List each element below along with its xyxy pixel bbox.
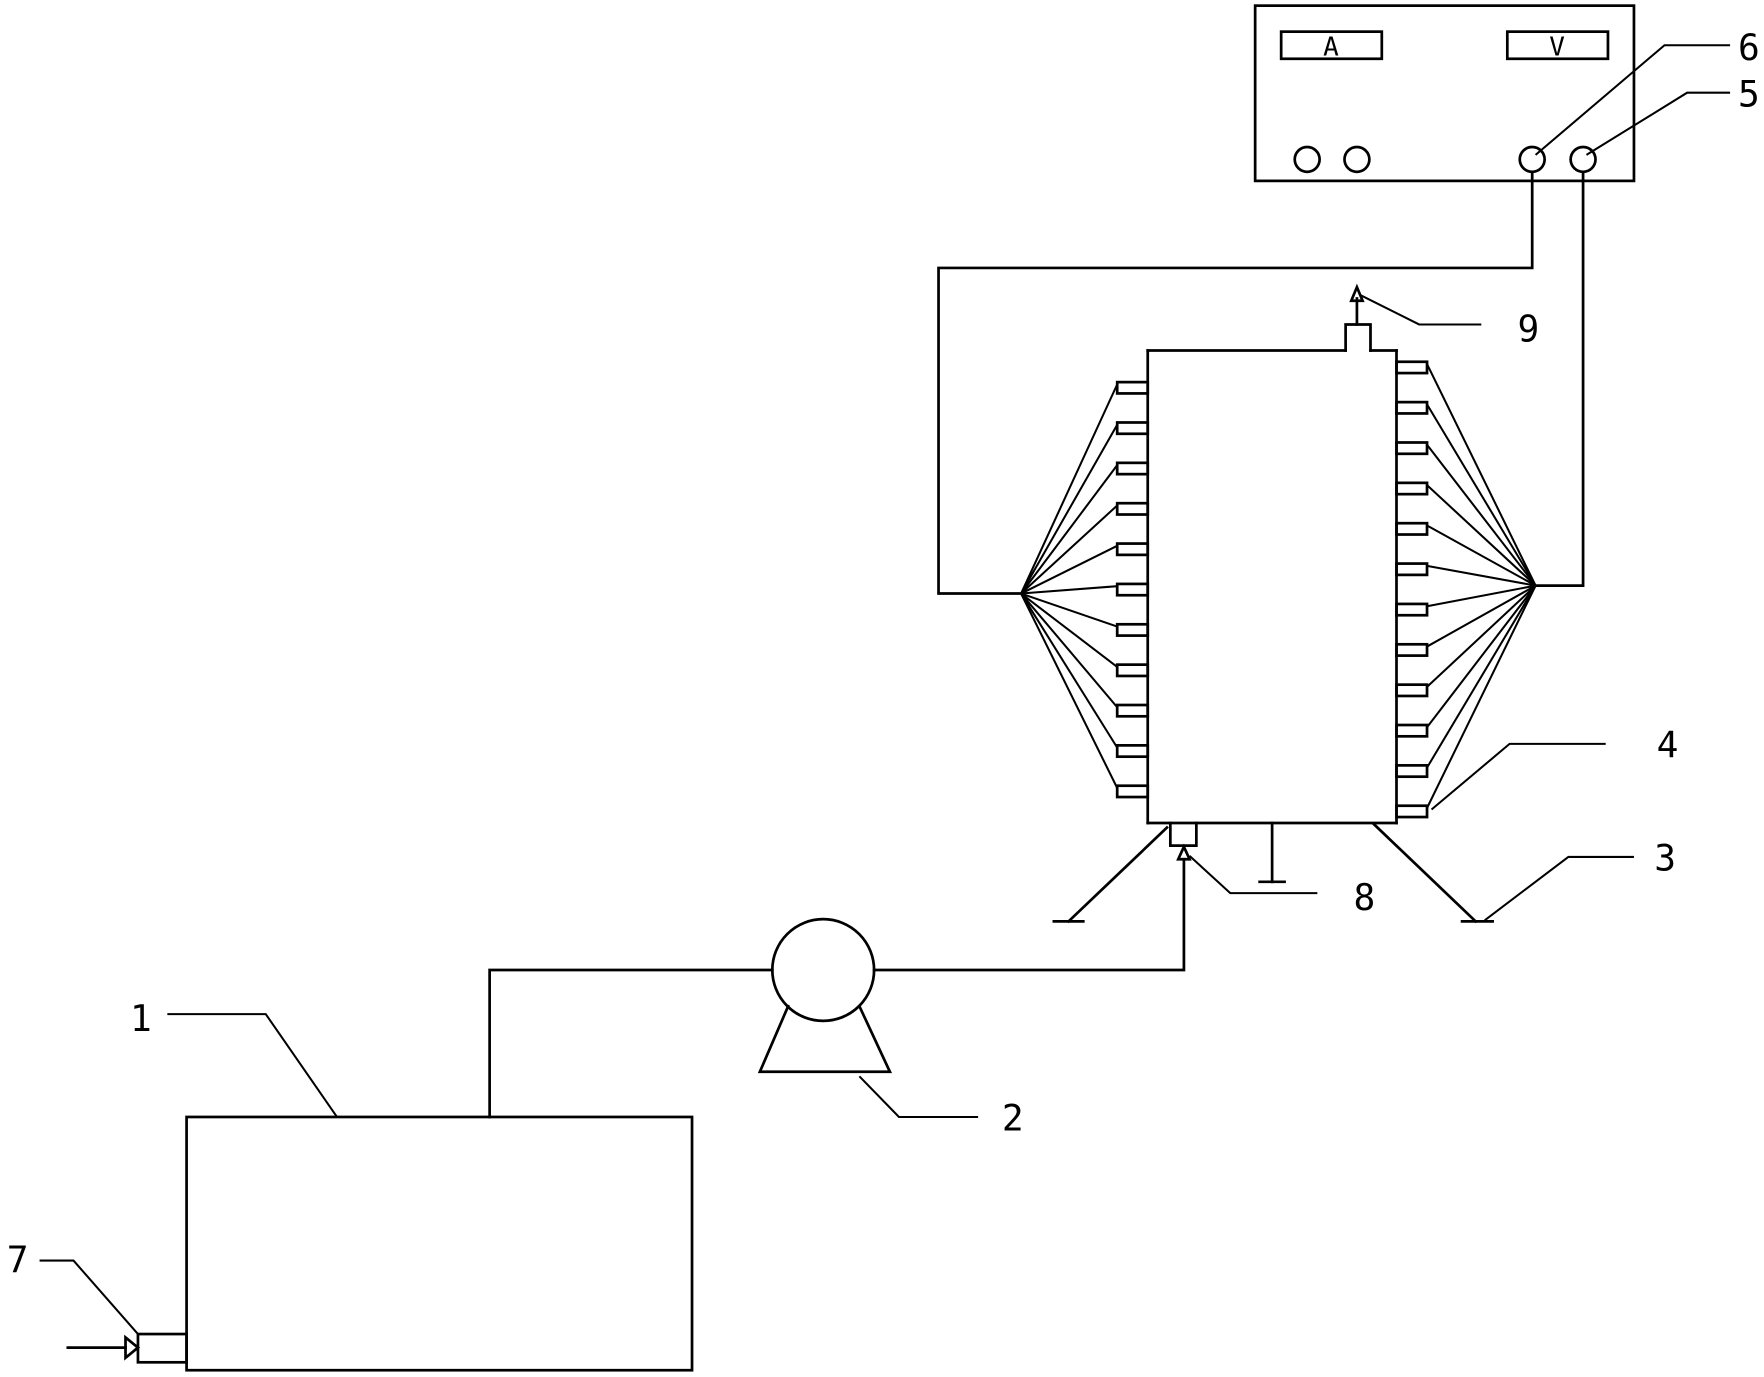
wire-right-terminal xyxy=(1534,170,1585,587)
left-electrode-lead xyxy=(1020,504,1118,595)
right-electrode-lead xyxy=(1426,484,1537,587)
support-leg-right xyxy=(1371,822,1478,924)
inlet-arrow-icon xyxy=(1176,843,1192,861)
left-electrode-tab xyxy=(1115,744,1150,759)
left-electrode-tab xyxy=(1115,784,1150,799)
callout-6: 6 xyxy=(1738,26,1760,69)
wire-left-terminal xyxy=(937,170,1534,595)
power-supply: A V xyxy=(1253,4,1636,183)
right-electrode-tab xyxy=(1395,360,1429,375)
ammeter-display xyxy=(1279,30,1384,61)
callout-7: 7 xyxy=(7,1238,29,1281)
callout-8: 8 xyxy=(1354,876,1376,919)
tank-to-pump-pipe xyxy=(488,968,774,1119)
left-electrode-tab xyxy=(1115,380,1150,395)
left-electrode-tab xyxy=(1115,501,1150,516)
right-electrode-lead xyxy=(1426,584,1537,688)
pump-base xyxy=(757,1004,893,1074)
callout-4: 4 xyxy=(1657,723,1679,766)
left-electrode-tab xyxy=(1115,461,1150,476)
callout-2-leader xyxy=(858,1075,979,1118)
right-electrode-lead xyxy=(1426,403,1537,587)
right-electrode-tab xyxy=(1395,683,1429,698)
right-electrode-tab xyxy=(1395,441,1429,456)
reactor-inlet-nozzle xyxy=(1168,821,1198,848)
right-electrode-group xyxy=(1395,360,1537,819)
left-electrode-lead xyxy=(1020,592,1118,628)
tank-inlet-pipe xyxy=(136,1332,188,1364)
right-electrode-tab xyxy=(1395,642,1429,657)
left-electrode-lead xyxy=(1020,464,1119,595)
callout-8-leader xyxy=(1188,855,1318,895)
ammeter-label: A xyxy=(1323,32,1339,62)
callout-4-leader xyxy=(1430,742,1606,811)
reactor-outlet-nozzle xyxy=(1344,323,1372,352)
callout-3-leader xyxy=(1484,855,1634,922)
control-knob-2 xyxy=(1343,145,1371,174)
right-electrode-tab xyxy=(1395,400,1429,415)
right-electrode-tab xyxy=(1395,723,1429,738)
left-electrode-lead xyxy=(1020,592,1118,708)
right-electrode-lead xyxy=(1426,585,1537,769)
left-electrode-tab xyxy=(1115,421,1150,436)
right-electrode-lead xyxy=(1426,584,1536,608)
right-electrode-tab xyxy=(1395,764,1429,779)
left-electrode-tab xyxy=(1115,703,1150,718)
right-electrode-tab xyxy=(1395,804,1429,819)
outlet-arrow-icon xyxy=(1349,283,1365,303)
callout-7-leader xyxy=(39,1259,139,1335)
left-electrode-lead xyxy=(1020,544,1118,595)
left-electrode-lead xyxy=(1020,383,1119,594)
power-supply-housing xyxy=(1253,4,1636,183)
right-electrode-lead xyxy=(1426,444,1537,587)
left-electrode-tab xyxy=(1115,663,1150,678)
left-electrode-lead xyxy=(1020,592,1119,749)
voltmeter-label: V xyxy=(1549,32,1565,62)
left-electrode-lead xyxy=(1020,424,1119,595)
right-electrode-lead xyxy=(1426,564,1536,587)
left-electrode-tab xyxy=(1115,582,1150,597)
right-electrode-tab xyxy=(1395,481,1429,496)
reactor-vessel xyxy=(1020,323,1537,884)
feed-arrow-icon xyxy=(124,1334,141,1361)
callout-9: 9 xyxy=(1517,307,1539,350)
right-electrode-tab xyxy=(1395,521,1429,536)
callout-6-leader xyxy=(1534,44,1731,156)
callout-1-leader xyxy=(167,1013,338,1118)
left-electrode-tab xyxy=(1115,542,1150,557)
left-electrode-lead xyxy=(1020,592,1118,668)
left-electrode-lead xyxy=(1020,593,1119,789)
voltmeter-display xyxy=(1505,30,1610,61)
storage-tank xyxy=(185,1115,694,1372)
pump xyxy=(757,917,893,1074)
callout-5-leader xyxy=(1585,91,1731,156)
callout-2: 2 xyxy=(1002,1097,1024,1140)
right-electrode-tab xyxy=(1395,602,1429,617)
right-electrode-lead xyxy=(1426,524,1537,587)
control-knob-1 xyxy=(1293,145,1321,174)
support-leg-left xyxy=(1066,825,1169,924)
callout-3: 3 xyxy=(1654,837,1676,880)
pump-to-reactor-pipe xyxy=(872,857,1186,972)
left-electrode-group xyxy=(1020,380,1150,799)
right-electrode-lead xyxy=(1426,584,1537,648)
callout-1: 1 xyxy=(130,997,152,1040)
right-electrode-lead xyxy=(1426,363,1537,587)
left-electrode-tab xyxy=(1115,622,1150,637)
callout-9-leader xyxy=(1359,294,1482,326)
right-electrode-lead xyxy=(1426,585,1537,728)
right-electrode-tab xyxy=(1395,562,1429,577)
callout-5: 5 xyxy=(1738,72,1760,115)
right-electrode-lead xyxy=(1426,585,1537,809)
left-electrode-lead xyxy=(1021,585,1118,595)
